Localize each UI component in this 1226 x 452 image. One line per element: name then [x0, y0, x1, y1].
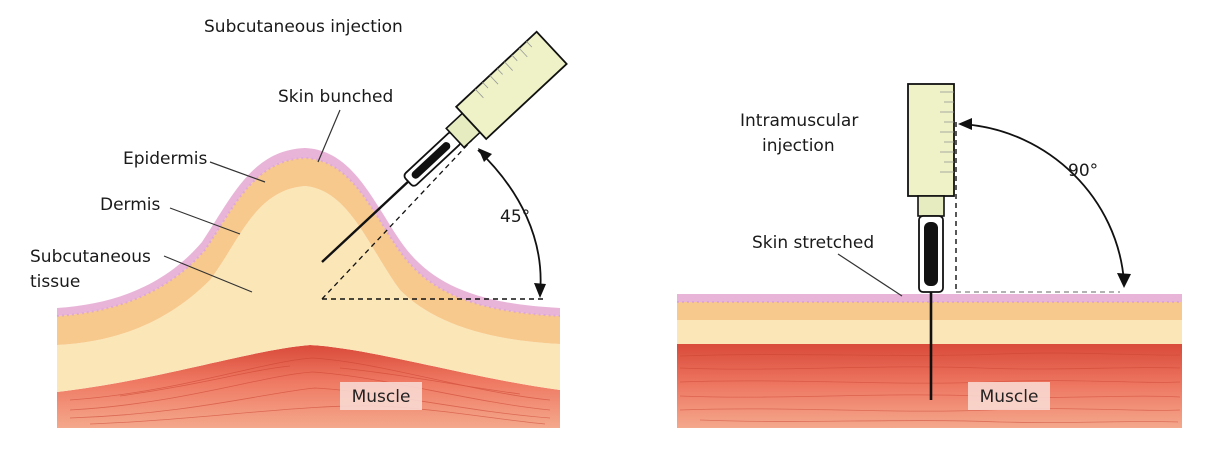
subcutaneous-title: Subcutaneous injection — [204, 17, 403, 37]
intramuscular-title-line1: Intramuscular — [740, 111, 858, 131]
intramuscular-panel: Muscle 90° — [677, 83, 1182, 428]
intramuscular-title-line2: injection — [762, 136, 835, 156]
left-muscle-label: Muscle — [352, 387, 411, 407]
skin-bunched-label: Skin bunched — [278, 87, 393, 107]
left-subcutaneous-layer — [57, 186, 560, 392]
right-muscle-layer — [677, 344, 1182, 428]
left-angle-label: 45° — [500, 207, 530, 227]
subcutaneous-tissue-label-line2: tissue — [30, 272, 80, 292]
left-syringe — [321, 30, 568, 263]
left-needle-extension-dashed — [321, 139, 473, 300]
subcutaneous-tissue-label-line1: Subcutaneous — [30, 247, 151, 267]
right-epidermis-layer — [677, 294, 1182, 302]
right-dermis-layer — [677, 302, 1182, 320]
skin-stretched-label: Skin stretched — [752, 233, 874, 253]
left-angle-arc — [477, 149, 542, 295]
right-angle-arc — [961, 123, 1125, 283]
right-muscle-label: Muscle — [980, 387, 1039, 407]
right-angle-label: 90° — [1068, 161, 1098, 181]
left-muscle-layer — [57, 345, 560, 428]
left-muscle-label-bg — [340, 382, 422, 410]
right-muscle-label-bg — [968, 382, 1050, 410]
subcutaneous-panel: Muscle 45° Su — [30, 17, 568, 428]
dermis-label: Dermis — [100, 195, 161, 215]
right-syringe — [907, 83, 955, 293]
epidermis-label: Epidermis — [123, 149, 207, 169]
right-muscle-fibers — [679, 352, 1181, 423]
right-subcutaneous-layer — [677, 320, 1182, 344]
